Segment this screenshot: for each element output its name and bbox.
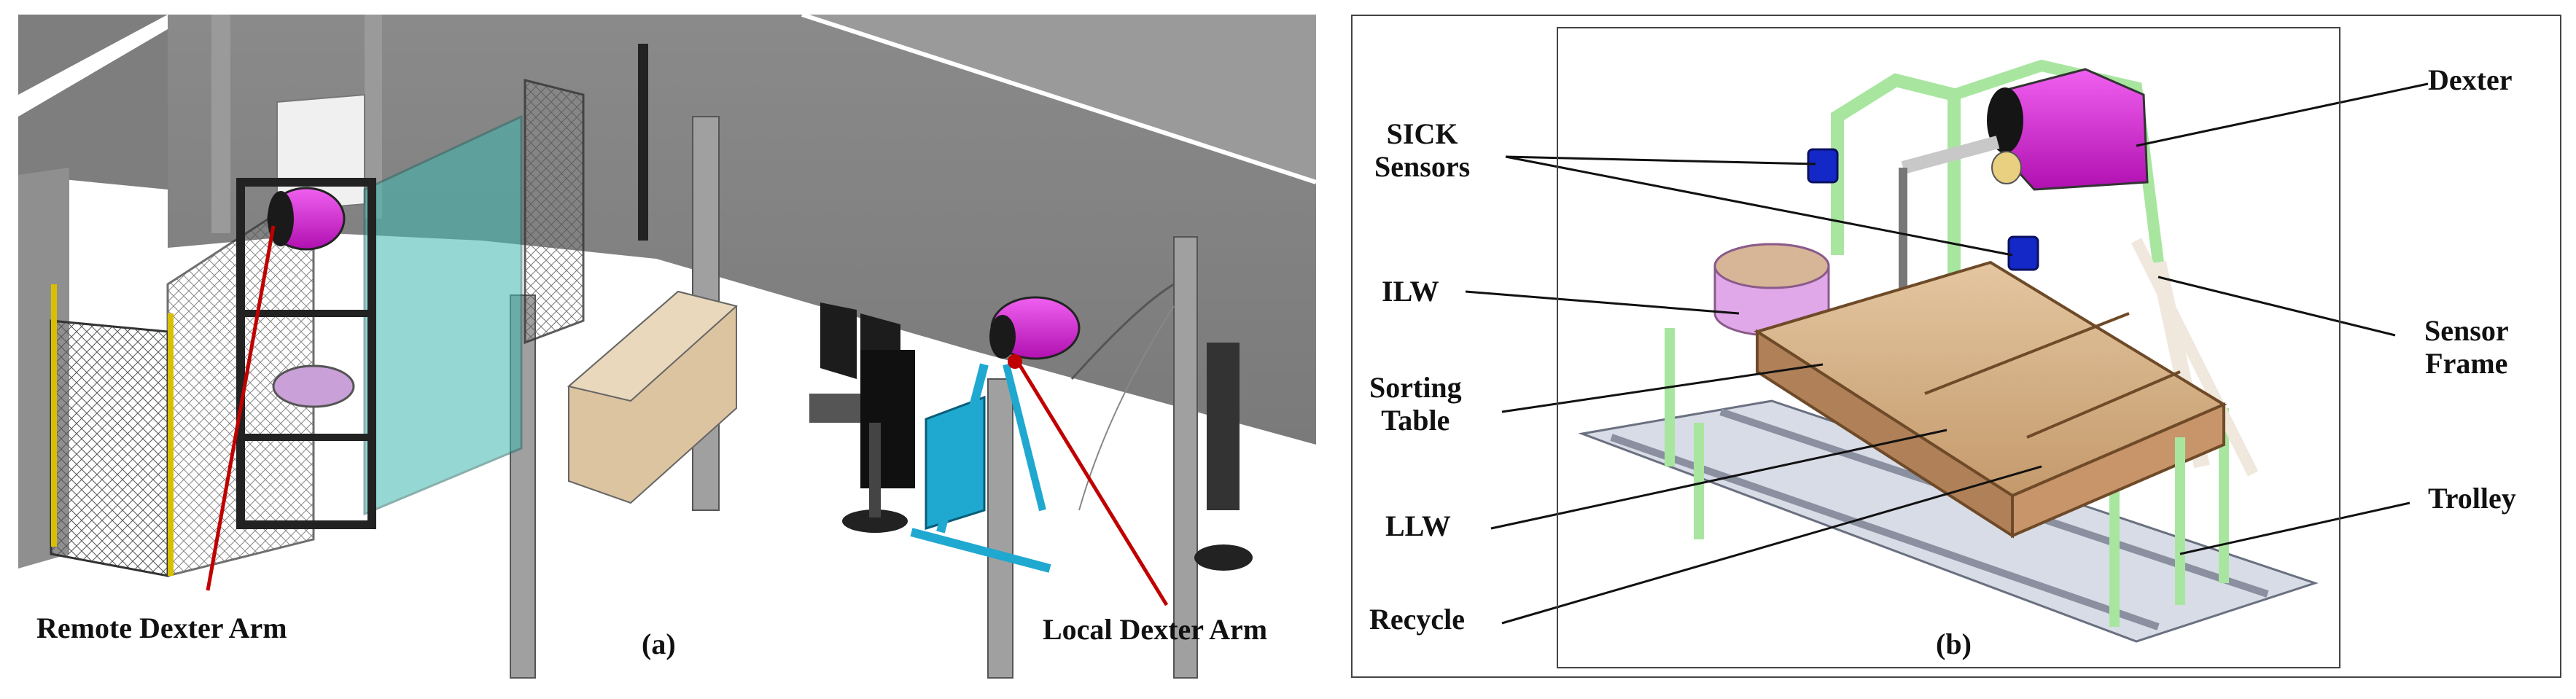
panel-b-caption: (b) [1936,628,1972,660]
label-sensor-frame-line1: Sensor [2424,314,2509,347]
label-sick-sensors: SICK Sensors [1374,117,1471,184]
label-sensor-frame: Sensor Frame [2424,314,2509,380]
label-llw: LLW [1385,509,1451,542]
label-dexter: Dexter [2428,63,2513,96]
label-sick-line2: Sensors [1374,149,1471,183]
label-sorting-line2: Table [1381,403,1450,437]
label-remote-dexter-arm: Remote Dexter Arm [36,612,287,644]
label-recycle: Recycle [1369,603,1466,636]
label-local-dexter-arm: Local Dexter Arm [1043,613,1268,646]
panel-a-scene [18,12,1317,679]
panel-a-caption: (a) [642,628,676,660]
panel-b-border [1351,15,2561,678]
label-sorting-table: Sorting Table [1369,371,1462,437]
label-sick-line1: SICK [1386,117,1458,150]
panel-b-scene [1465,59,2429,643]
panel-b-inner-frame [1557,27,2340,668]
label-ilw: ILW [1382,275,1439,308]
label-trolley: Trolley [2428,482,2516,515]
label-sorting-line1: Sorting [1369,371,1462,404]
label-sensor-frame-line2: Frame [2425,346,2508,380]
